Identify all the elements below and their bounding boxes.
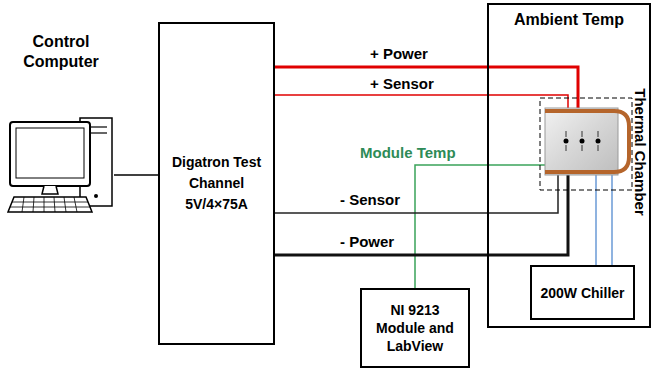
monitor-screen (16, 128, 84, 178)
cell-terminal (596, 139, 601, 144)
sensor-wire (487, 95, 568, 108)
box-label: NI 9213 Module and LabView (368, 301, 462, 355)
computer-icon (8, 118, 112, 212)
keyboard (8, 197, 92, 212)
wire-label: - Power (338, 233, 396, 250)
chamber-heading: Ambient Temp (489, 5, 649, 30)
wire-label: - Sensor (338, 191, 402, 208)
module-illustration (540, 98, 632, 190)
chamber-side-label: Thermal Chamber (632, 88, 649, 216)
terminal-mark (566, 131, 598, 151)
cell-terminal (564, 139, 569, 144)
key-row (10, 207, 90, 208)
power-wire (487, 175, 568, 255)
monitor-frame (10, 122, 90, 186)
sensor-wire (487, 175, 558, 213)
box-label: 200W Chiller (540, 284, 624, 302)
thermal-chamber: Ambient TempThermal Chamber 200W Chiller (487, 3, 651, 328)
power-button (94, 194, 98, 198)
connector-line (275, 94, 487, 96)
wire-label: + Sensor (368, 75, 436, 92)
coolant-line (611, 175, 613, 265)
daq-box: NI 9213 Module and LabView (360, 288, 470, 368)
cold-plate (545, 108, 618, 175)
coolant-line (595, 175, 597, 265)
computer-node: Control Computer (8, 28, 114, 220)
copper-pipe (545, 111, 629, 172)
key-grid (22, 197, 77, 212)
dashed-outline (540, 98, 632, 190)
wire-label: Module Temp (358, 144, 458, 161)
connector-line (275, 212, 487, 214)
monitor-stand (42, 186, 58, 194)
thermocouple-wire (487, 164, 545, 166)
power-wire (487, 67, 578, 108)
wire-label: + Power (368, 45, 430, 62)
cell-terminal (580, 139, 585, 144)
box-label: Digatron Test Channel 5V/4×75A (166, 152, 267, 215)
connector-line (275, 254, 487, 257)
connector-line (114, 174, 158, 176)
test-channel-box: Digatron Test Channel 5V/4×75A (158, 22, 275, 345)
chiller-box: 200W Chiller (530, 265, 635, 320)
connector-line (415, 165, 487, 288)
node-heading: Control Computer (8, 28, 114, 72)
connector-line (275, 66, 487, 69)
